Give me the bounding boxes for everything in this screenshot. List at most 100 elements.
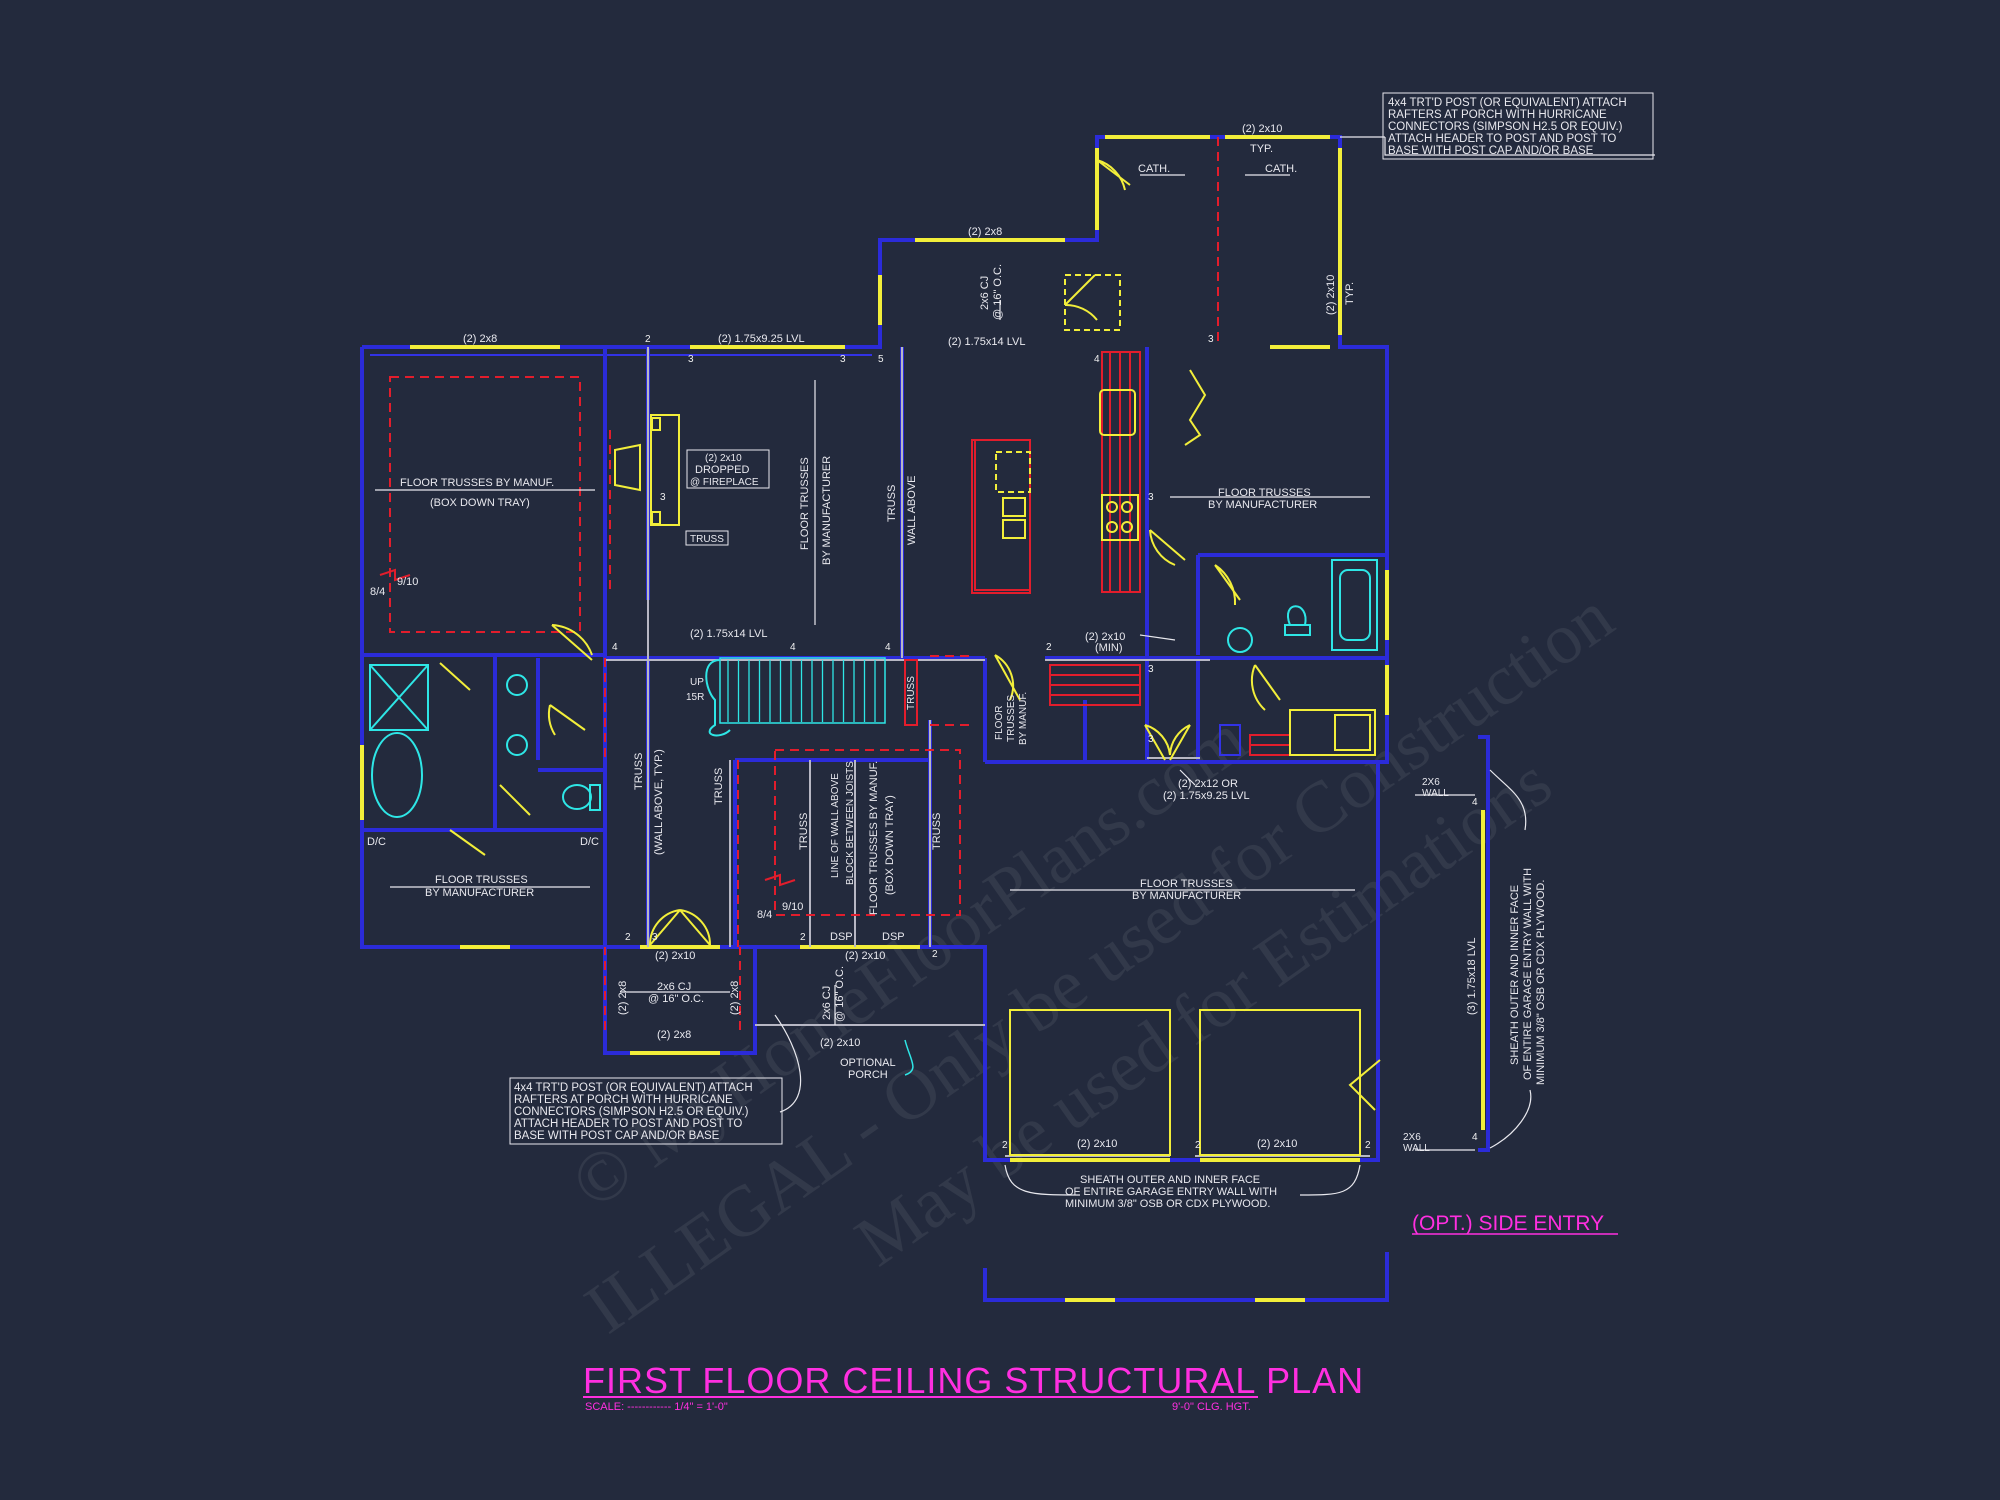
label-ft-family-2: BY MANUFACTURER	[821, 456, 833, 565]
label-h-2x10-min-2: (MIN)	[1095, 642, 1123, 654]
span-arrows	[375, 174, 1370, 1025]
fixtures	[369, 274, 1378, 1156]
side-sheath-line-2: OF ENTIRE GARAGE ENTRY WALL WITH	[1522, 868, 1534, 1080]
label-cath-2: CATH.	[1265, 163, 1297, 175]
label-h-2x8-top: (2) 2x8	[968, 226, 1002, 238]
bearing-number: 2	[625, 932, 631, 943]
label-tray2-a: 8/4	[757, 909, 772, 921]
bottom-note-line-3: CONNECTORS (SIMPSON H2.5 OR EQUIV.)	[514, 1106, 749, 1118]
label-cj-top-oc: @ 16" O.C.	[992, 264, 1004, 320]
side-entry-label: (OPT.) SIDE ENTRY	[1412, 1212, 1604, 1235]
label-truss-d: TRUSS	[931, 813, 943, 850]
label-dc-left: D/C	[367, 836, 386, 848]
label-dropped-3: @ FIREPLACE	[690, 477, 759, 488]
bottom-post-note-box	[509, 1077, 783, 1145]
label-h-2x8-porch-r: (2) 2x8	[729, 981, 741, 1015]
bearing-number: 4	[1094, 354, 1100, 365]
label-typ-2: TYP.	[1344, 282, 1356, 305]
label-dsp-2: DSP	[882, 931, 905, 943]
label-h-2x12-1: (2) 2x12 OR	[1178, 778, 1238, 790]
bearing-number: 4	[612, 642, 618, 653]
label-cj-top: 2x6 CJ	[979, 276, 991, 310]
label-dsp-1: DSP	[830, 931, 853, 943]
garage-sheath-line-3: MINIMUM 3/8" OSB OR CDX PLYWOOD.	[1065, 1198, 1270, 1210]
label-tray1-b: 9/10	[397, 576, 418, 588]
side-sheath-line-1: SHEATH OUTER AND INNER FACE	[1509, 885, 1521, 1065]
label-dropped-1: (2) 2x10	[705, 453, 742, 464]
truss-tag-box	[685, 530, 729, 546]
side-entry-wall-right	[1478, 735, 1490, 1152]
top-note-line-2: RAFTERS AT PORCH WITH HURRICANE	[1388, 109, 1607, 121]
bearing-number: 2	[1046, 642, 1052, 653]
label-h-2x8-left: (2) 2x8	[463, 333, 497, 345]
bearing-number: 3	[688, 354, 694, 365]
garage-sheath-note: SHEATH OUTER AND INNER FACE OF ENTIRE GA…	[1065, 1174, 1277, 1210]
label-dc-right: D/C	[580, 836, 599, 848]
label-truss-wall-2: WALL ABOVE	[906, 476, 918, 546]
bearing-number: 2	[932, 949, 938, 960]
label-truss-b: TRUSS	[713, 768, 725, 805]
label-line-wall-2: BLOCK BETWEEN JOISTS	[845, 761, 856, 885]
red-hatch	[904, 351, 1291, 756]
label-truss-stair: TRUSS	[906, 676, 917, 710]
ceiling-height-label: 9'-0" CLG. HGT.	[1172, 1401, 1251, 1413]
dining-tray	[774, 749, 961, 916]
plan-labels: (2) 2x8 (2) 1.75x9.25 LVL (2) 1.75x14 LV…	[367, 123, 1478, 1154]
bearing-number: 3	[1208, 334, 1214, 345]
label-h-2x10-foyer: (2) 2x10	[655, 950, 695, 962]
bearing-number: 2	[1365, 1140, 1371, 1151]
label-h-2x8-porch-b: (2) 2x8	[657, 1029, 691, 1041]
label-truss-a: TRUSS	[633, 753, 645, 790]
label-h-2x10-right: (2) 2x10	[1325, 275, 1337, 315]
label-ft-garage-2: BY MANUFACTURER	[1132, 890, 1241, 902]
bearing-number: 3	[1148, 664, 1154, 675]
bearing-number: 2	[800, 932, 806, 943]
bearing-number: 3	[840, 354, 846, 365]
scale-label: SCALE: ------------ 1/4" = 1'-0"	[585, 1401, 728, 1413]
label-truss-c: TRUSS	[798, 813, 810, 850]
label-h-2x10-g2: (2) 2x10	[1257, 1138, 1297, 1150]
label-h-2x10-dsp: (2) 2x10	[845, 950, 885, 962]
label-cath-1: CATH.	[1138, 163, 1170, 175]
door-swings	[439, 159, 1381, 1111]
bottom-note-line-1: 4x4 TRT'D POST (OR EQUIVALENT) ATTACH	[514, 1082, 753, 1094]
label-optional-2: PORCH	[848, 1069, 888, 1081]
leader-lines	[774, 136, 1655, 1196]
label-dropped-2: DROPPED	[695, 464, 749, 476]
stair-treads	[727, 660, 876, 722]
label-truss-wall-1: TRUSS	[886, 485, 898, 522]
top-note-line-3: CONNECTORS (SIMPSON H2.5 OR EQUIV.)	[1388, 121, 1623, 133]
label-ft-bath-1: FLOOR TRUSSES	[435, 874, 528, 886]
label-h-2x8-porch-l: (2) 2x8	[617, 981, 629, 1015]
page-title: FIRST FLOOR CEILING STRUCTURAL PLAN	[583, 1360, 1364, 1401]
label-ft-right-1: FLOOR TRUSSES	[1218, 487, 1311, 499]
garage-sheath-line-2: OF ENTIRE GARAGE ENTRY WALL WITH	[1065, 1186, 1277, 1198]
bearing-number: 3	[1148, 734, 1154, 745]
bearing-number: 3	[652, 932, 658, 943]
label-ft-dining-1: FLOOR TRUSSES BY MANUF.	[868, 761, 880, 915]
bottom-note-line-2: RAFTERS AT PORCH WITH HURRICANE	[514, 1094, 733, 1106]
label-wall-2x6-top-1: 2X6	[1422, 777, 1440, 788]
top-post-note-box	[1382, 92, 1654, 160]
bottom-post-note: 4x4 TRT'D POST (OR EQUIVALENT) ATTACH RA…	[509, 1077, 783, 1145]
side-entry-wall	[983, 1252, 1389, 1302]
side-sheath-line-3: MINIMUM 3/8" OSB OR CDX PLYWOOD.	[1535, 880, 1547, 1085]
label-ft-hall-3: BY MANUF.	[1018, 692, 1029, 745]
bearing-number: 4	[1472, 1132, 1478, 1143]
top-note-line-5: BASE WITH POST CAP AND/OR BASE	[1388, 145, 1594, 157]
label-wall-2x6-top-2: WALL	[1422, 788, 1449, 799]
label-ft-master-sub: (BOX DOWN TRAY)	[430, 497, 530, 509]
bearing-number: 4	[790, 642, 796, 653]
label-typ: TYP.	[1250, 143, 1273, 155]
label-h-2x12-2: (2) 1.75x9.25 LVL	[1163, 790, 1250, 802]
bearing-number: 3	[660, 492, 666, 503]
bearing-number: 2	[1002, 1140, 1008, 1151]
label-wall-above-typ: (WALL ABOVE, TYP.)	[653, 749, 665, 855]
label-h-lvl-14-top: (2) 1.75x14 LVL	[948, 336, 1025, 348]
bearing-number: 4	[1472, 797, 1478, 808]
label-h-2x10-min-1: (2) 2x10	[1085, 631, 1125, 643]
headers	[360, 135, 1485, 1302]
bearing-number: 5	[878, 354, 884, 365]
